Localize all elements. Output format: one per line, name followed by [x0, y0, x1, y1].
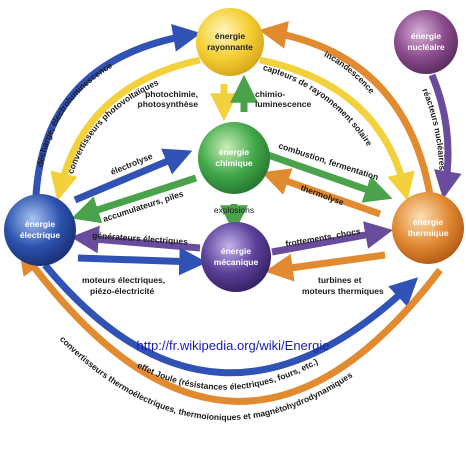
label-turbines-2: moteurs thermiques — [302, 286, 384, 296]
arrow-electrolyse — [73, 148, 193, 204]
arrow-effet-joule — [42, 262, 419, 377]
node-chimique-line2: chimique — [215, 158, 253, 168]
arrow-accumulateurs — [71, 174, 198, 224]
arrow-thermolyse — [261, 168, 382, 218]
node-rayonnante-line1: énergie — [215, 31, 246, 41]
node-mecanique-line2: mécanique — [214, 257, 259, 267]
label-chimioluminescence-2: luminescence — [255, 99, 311, 109]
label-turbines-1: turbines et — [318, 275, 362, 285]
arrow-generateurs — [70, 225, 201, 254]
arrow-convertisseurs-thermo — [18, 245, 443, 405]
wikipedia-url[interactable]: http://fr.wikipedia.org/wiki/Energie — [137, 338, 330, 353]
node-mecanique-line1: énergie — [221, 246, 252, 256]
arrow-turbines — [264, 251, 386, 282]
node-nucleaire-line2: nucléaire — [407, 42, 445, 52]
node-rayonnante: énergie rayonnante — [196, 8, 264, 76]
node-nucleaire-line1: énergie — [411, 31, 442, 41]
node-electrique-line2: électrique — [20, 230, 60, 240]
label-moteurs-2: piézo-électricité — [90, 286, 155, 296]
node-thermique-line2: thermique — [407, 228, 448, 238]
node-chimique-line1: énergie — [219, 147, 250, 157]
node-electrique: énergie électrique — [4, 194, 76, 266]
arrow-moteurs — [77, 247, 208, 276]
arrow-photovoltaiques — [50, 56, 201, 201]
node-electrique-line1: énergie — [25, 219, 56, 229]
arrow-frottements — [271, 221, 394, 256]
arrow-incandescence — [258, 21, 434, 196]
node-thermique-line1: énergie — [413, 217, 444, 227]
label-thermolyse: thermolyse — [299, 182, 345, 207]
arrow-reacteurs — [428, 73, 462, 200]
label-photochimie-1: photochimie, — [145, 89, 198, 99]
label-moteurs-1: moteurs électriques, — [82, 275, 165, 285]
node-rayonnante-line2: rayonnante — [207, 42, 253, 52]
label-explosions: explosions — [214, 205, 254, 215]
node-mecanique: énergie mécanique — [201, 222, 271, 292]
arrow-capteurs — [259, 56, 415, 201]
label-photochimie-2: photosynthèse — [138, 99, 199, 109]
node-chimique: énergie chimique — [198, 122, 270, 194]
node-thermique: énergie thermique — [392, 192, 464, 264]
label-chimioluminescence-1: chimio- — [255, 89, 285, 99]
node-nucleaire: énergie nucléaire — [394, 10, 458, 74]
arrow-combustion — [266, 151, 393, 203]
arrow-decharge — [32, 24, 202, 196]
